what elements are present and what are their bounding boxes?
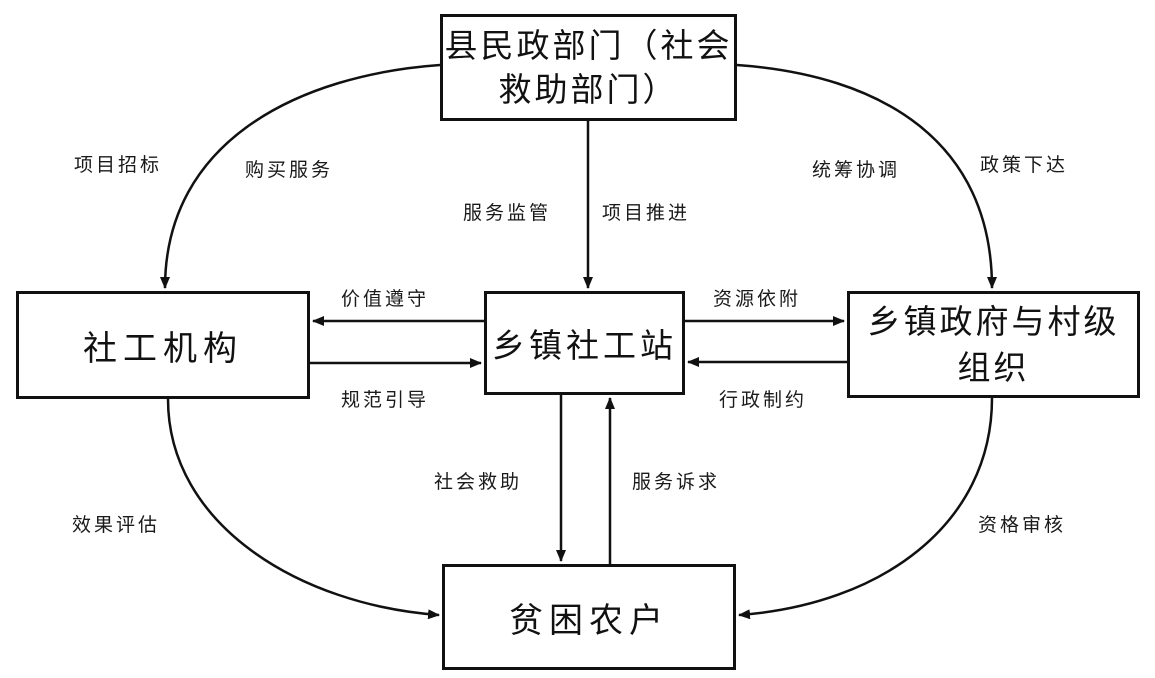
edge-label-policy: 政策下达 (980, 154, 1069, 176)
edge-label-appeal: 服务诉求 (632, 471, 721, 493)
poor-households-label: 贫困农户 (509, 600, 669, 641)
county-civil-affairs-box: 县民政部门（社会救助部门） (440, 14, 737, 121)
edge-label-value: 价值遵守 (341, 288, 430, 310)
township-government-label: 乡镇政府与村级组织 (867, 301, 1120, 387)
edge-label-norm: 规范引导 (341, 389, 430, 411)
edge-label-tender: 项目招标 (74, 154, 163, 176)
arc-org-to-poor (166, 398, 440, 620)
township-government-box: 乡镇政府与村级组织 (847, 291, 1140, 398)
edge-label-coordinate: 统筹协调 (812, 159, 901, 181)
county-civil-affairs-label: 县民政部门（社会救助部门） (444, 25, 733, 109)
arc-county-to-org (160, 63, 441, 289)
edge-label-supervision: 服务监管 (463, 202, 552, 224)
edge-label-assistance: 社会救助 (434, 471, 523, 493)
social-work-org-box: 社工机构 (16, 291, 310, 399)
edge-label-purchase: 购买服务 (245, 159, 334, 181)
edge-label-resource: 资源依附 (713, 288, 802, 310)
edge-label-admin: 行政制约 (719, 389, 808, 411)
arc-county-to-town (736, 63, 997, 289)
poor-households-box: 贫困农户 (442, 564, 736, 670)
arc-town-to-poor (738, 397, 994, 620)
edge-label-evaluation: 效果评估 (72, 514, 161, 536)
social-work-org-label: 社工机构 (83, 328, 243, 369)
township-social-work-station-box: 乡镇社工站 (484, 291, 685, 395)
edge-label-advance: 项目推进 (602, 202, 691, 224)
edge-label-qualification: 资格审核 (978, 514, 1067, 536)
township-social-work-station-label: 乡镇社工站 (492, 326, 677, 365)
